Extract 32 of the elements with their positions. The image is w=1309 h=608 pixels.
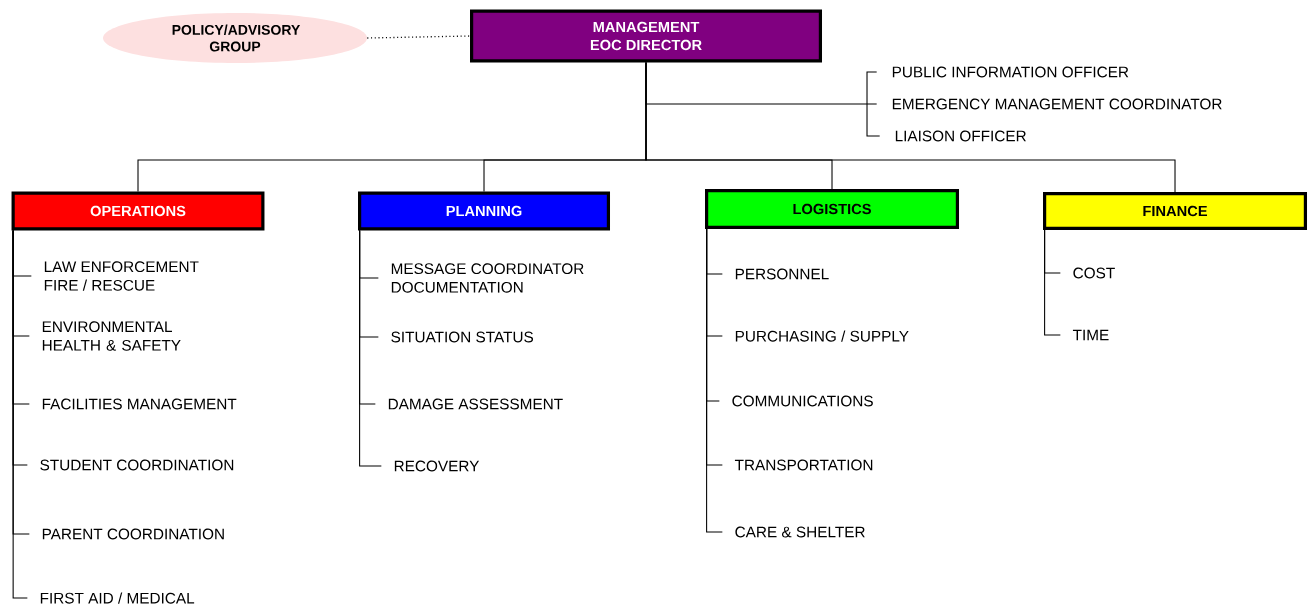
function-label: TIME — [1072, 329, 1109, 341]
function-label: ENVIRONMENTAL HEALTH & SAFETY — [42, 321, 181, 351]
connector-line — [12, 230, 28, 599]
function-label: LAW ENFORCEMENT FIRE / RESCUE — [44, 261, 199, 291]
function-label: PARENT COORDINATION — [42, 528, 224, 540]
function-label: COMMUNICATIONS — [732, 395, 873, 407]
connector-line — [359, 230, 382, 467]
function-label: COST — [1073, 267, 1115, 279]
function-label: PURCHASING / SUPPLY — [735, 330, 909, 342]
section-box: PLANNING — [358, 191, 610, 231]
dotted-connector — [366, 35, 471, 39]
function-label: DAMAGE ASSESSMENT — [388, 398, 563, 410]
connector-line — [1044, 229, 1061, 336]
director-box: MANAGEMENT EOC DIRECTOR — [470, 9, 822, 63]
staff-label: PUBLIC INFORMATION OFFICER — [892, 66, 1129, 78]
function-label: RECOVERY — [394, 460, 480, 472]
section-box: OPERATIONS — [11, 191, 265, 231]
function-label: TRANSPORTATION — [734, 459, 873, 471]
section-box: FINANCE — [1043, 192, 1307, 230]
oval-label: POLICY/ADVISORY GROUP — [103, 13, 367, 63]
function-label: MESSAGE COORDINATOR DOCUMENTATION — [391, 263, 584, 293]
section-box: LOGISTICS — [705, 189, 959, 229]
function-label: FIRST AID / MEDICAL — [40, 592, 195, 604]
staff-label: LIAISON OFFICER — [895, 130, 1026, 142]
connector-line — [645, 62, 1176, 193]
function-label: PERSONNEL — [735, 268, 829, 280]
function-label: STUDENT COORDINATION — [40, 459, 234, 471]
function-label: SITUATION STATUS — [391, 331, 534, 343]
function-label: FACILITIES MANAGEMENT — [42, 398, 237, 410]
staff-label: EMERGENCY MANAGEMENT COORDINATOR — [892, 98, 1222, 110]
function-label: CARE & SHELTER — [735, 526, 865, 538]
connector-line — [706, 228, 723, 533]
